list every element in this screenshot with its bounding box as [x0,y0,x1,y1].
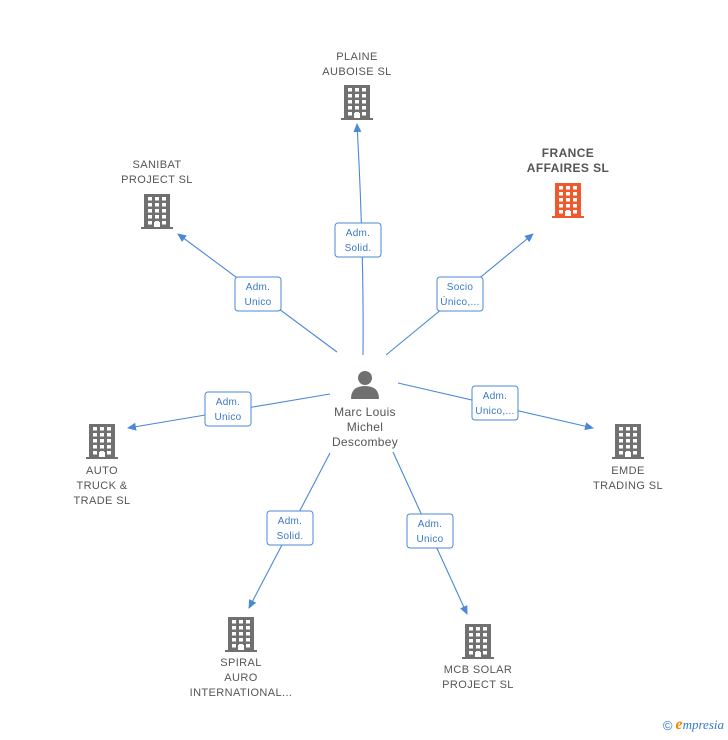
relation-badge-box [266,510,314,546]
company-label-spiral-line: SPIRAL [220,657,262,669]
company-label-spiral: SPIRAL AURO INTERNATIONAL... [190,657,293,699]
company-label-sanibat-line: SANIBAT [132,159,181,171]
company-label-plaine: PLAINE AUBOISE SL [322,51,391,78]
company-node-mcb[interactable]: MCB SOLAR PROJECT SL [442,624,514,691]
person-icon[interactable] [351,371,379,399]
company-node-spiral[interactable]: SPIRAL AURO INTERNATIONAL... [190,617,293,699]
relation-label-line: Adm. [418,519,443,530]
company-label-auto: AUTO TRUCK & TRADE SL [74,465,131,507]
company-node-emde[interactable]: EMDE TRADING SL [593,424,663,492]
company-label-mcb: MCB SOLAR PROJECT SL [442,664,514,691]
relation-label-line: Adm. [483,391,508,402]
relation-badge-box [334,222,382,258]
relation-label-line: Unico [214,412,241,423]
building-icon[interactable] [612,424,644,459]
company-node-auto[interactable]: AUTO TRUCK & TRADE SL [74,424,131,507]
company-label-emde: EMDE TRADING SL [593,465,663,492]
company-label-france-line: FRANCE [542,146,594,160]
company-label-auto-line: TRADE SL [74,495,131,507]
company-label-mcb-line: MCB SOLAR [444,664,512,676]
building-icon[interactable] [552,183,584,218]
company-label-sanibat-line: PROJECT SL [121,174,193,186]
relation-badge-spiral[interactable]: Adm. Solid. [266,510,314,546]
empresia-footer[interactable]: © empresia [663,716,724,734]
company-label-sanibat: SANIBAT PROJECT SL [121,159,193,186]
relation-badge-box [204,391,252,427]
company-label-spiral-line: INTERNATIONAL... [190,687,293,699]
person-label-line: Marc Louis [334,405,396,419]
company-label-spiral-line: AURO [224,672,257,684]
relation-label-line: Adm. [278,516,303,527]
relation-label-line: Socio [447,282,474,293]
relation-label-line: Solid. [345,243,372,254]
company-node-plaine[interactable]: PLAINE AUBOISE SL [322,51,391,120]
company-label-emde-line: TRADING SL [593,480,663,492]
person-label-line: Descombey [332,435,398,449]
relation-badge-sanibat[interactable]: Adm. Unico [234,276,282,312]
building-icon[interactable] [86,424,118,459]
edges-layer: Adm.Solid.SocioÚnico,...Adm.UnicoAdm.Uni… [127,123,594,615]
building-icon[interactable] [462,624,494,659]
person-label-line: Michel [347,420,383,434]
company-label-plaine-line: AUBOISE SL [322,66,391,78]
relation-badge-box [436,276,484,312]
relation-label-line: Unico,... [475,406,514,417]
relation-label-line: Adm. [346,228,371,239]
building-icon[interactable] [141,194,173,229]
relation-badge-france[interactable]: SocioÚnico,... [436,276,484,312]
relation-label-line: Unico [416,534,443,545]
relation-badge-auto[interactable]: Adm. Unico [204,391,252,427]
relation-label-line: Unico [244,297,271,308]
relation-badge-mcb[interactable]: Adm. Unico [406,513,454,549]
company-label-france-line: AFFAIRES SL [527,161,609,175]
company-label-mcb-line: PROJECT SL [442,679,514,691]
building-icon[interactable] [225,617,257,652]
relation-badge-plaine[interactable]: Adm. Solid. [334,222,382,258]
building-icon[interactable] [341,85,373,120]
relation-label-line: Solid. [277,531,304,542]
relation-label-line: Adm. [246,282,271,293]
company-label-plaine-line: PLAINE [336,51,378,63]
company-label-auto-line: TRUCK & [76,480,127,492]
copyright-icon: © [662,717,673,733]
relation-label-line: Único,... [440,295,479,308]
relation-badge-box [471,385,519,421]
relation-badge-box [406,513,454,549]
company-node-sanibat[interactable]: SANIBAT PROJECT SL [121,159,193,229]
relation-badge-box [234,276,282,312]
brand-logo: empresia [675,716,724,733]
company-label-emde-line: EMDE [611,465,644,477]
company-label-auto-line: AUTO [86,465,118,477]
relation-badge-emde[interactable]: Adm. Unico,... [471,385,519,421]
relation-label-line: Adm. [216,397,241,408]
